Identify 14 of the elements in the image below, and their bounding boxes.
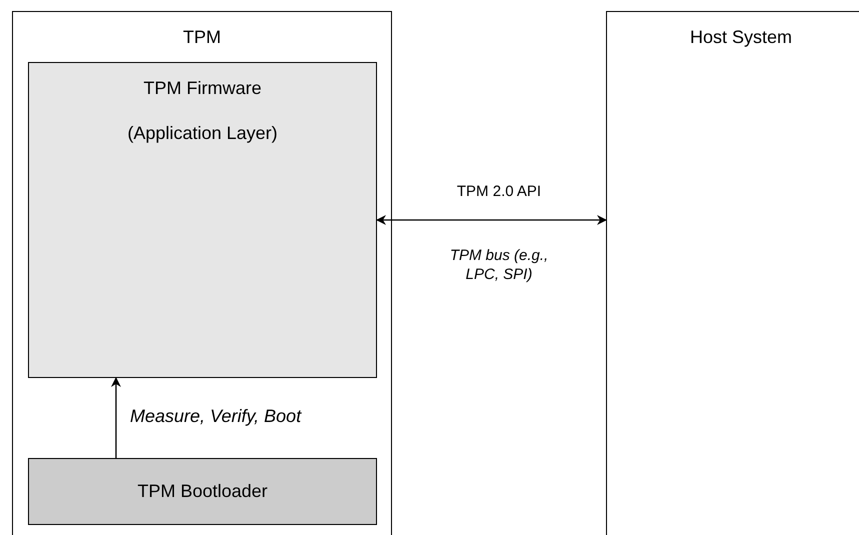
edge-label: Measure, Verify, Boot	[130, 405, 303, 428]
module-container	[12, 11, 392, 535]
box-title: TPM Firmware	[144, 77, 262, 100]
arrow	[111, 377, 121, 458]
bus-note: TPM bus (e.g., LPC, SPI)	[448, 246, 550, 284]
box-title: (Application Layer)	[127, 122, 278, 144]
box-title: TPM	[183, 26, 221, 48]
bootloader-block	[28, 458, 377, 525]
box-title: TPM Bootloader	[137, 480, 268, 503]
arrow	[376, 215, 607, 225]
firmware-block	[28, 62, 377, 378]
box-title: Host System	[690, 26, 792, 48]
host-container	[606, 11, 859, 535]
edge-label: TPM 2.0 API	[456, 182, 542, 202]
